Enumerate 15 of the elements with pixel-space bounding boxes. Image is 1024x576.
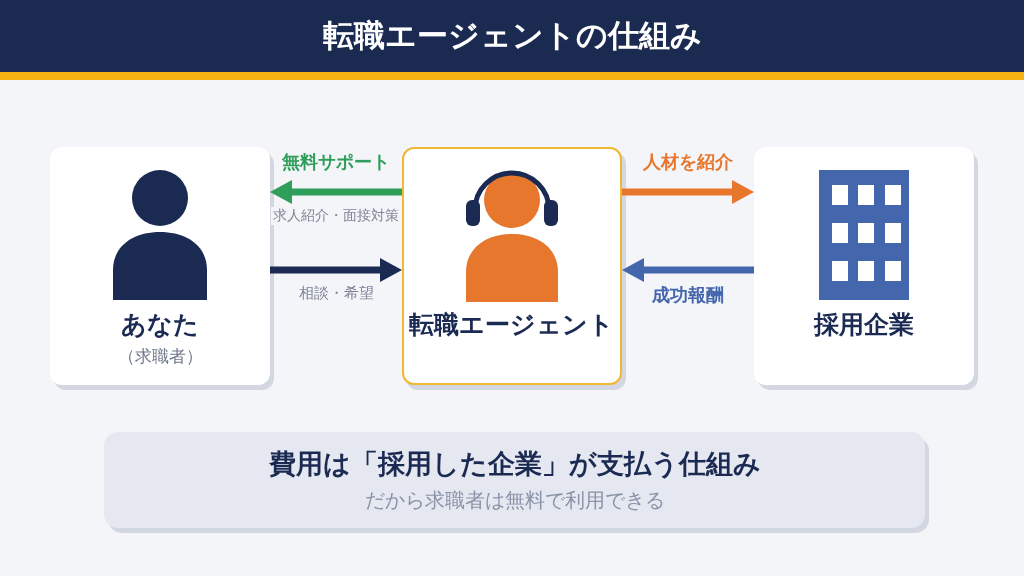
arrow [270,180,402,204]
summary-heading: 費用は「採用した企業」が支払う仕組み [268,447,761,481]
summary-text: だから求職者は無料で利用できる [364,488,665,513]
card-subheading: （求職者） [117,346,203,368]
edge-label: 成功報酬 [650,284,726,307]
card-heading: 転職エージェント [409,308,614,340]
title: 転職エージェントの仕組み [322,16,702,55]
arrow [270,258,402,282]
edge-label: 人材を紹介 [641,151,735,174]
arrow [622,180,754,204]
card-heading: 採用企業 [814,309,914,341]
arrow-caption: 求人紹介・面接対策 [271,207,401,225]
arrow [622,258,754,282]
card-heading: あなた [121,309,199,341]
edge-label: 相談・希望 [296,284,376,303]
